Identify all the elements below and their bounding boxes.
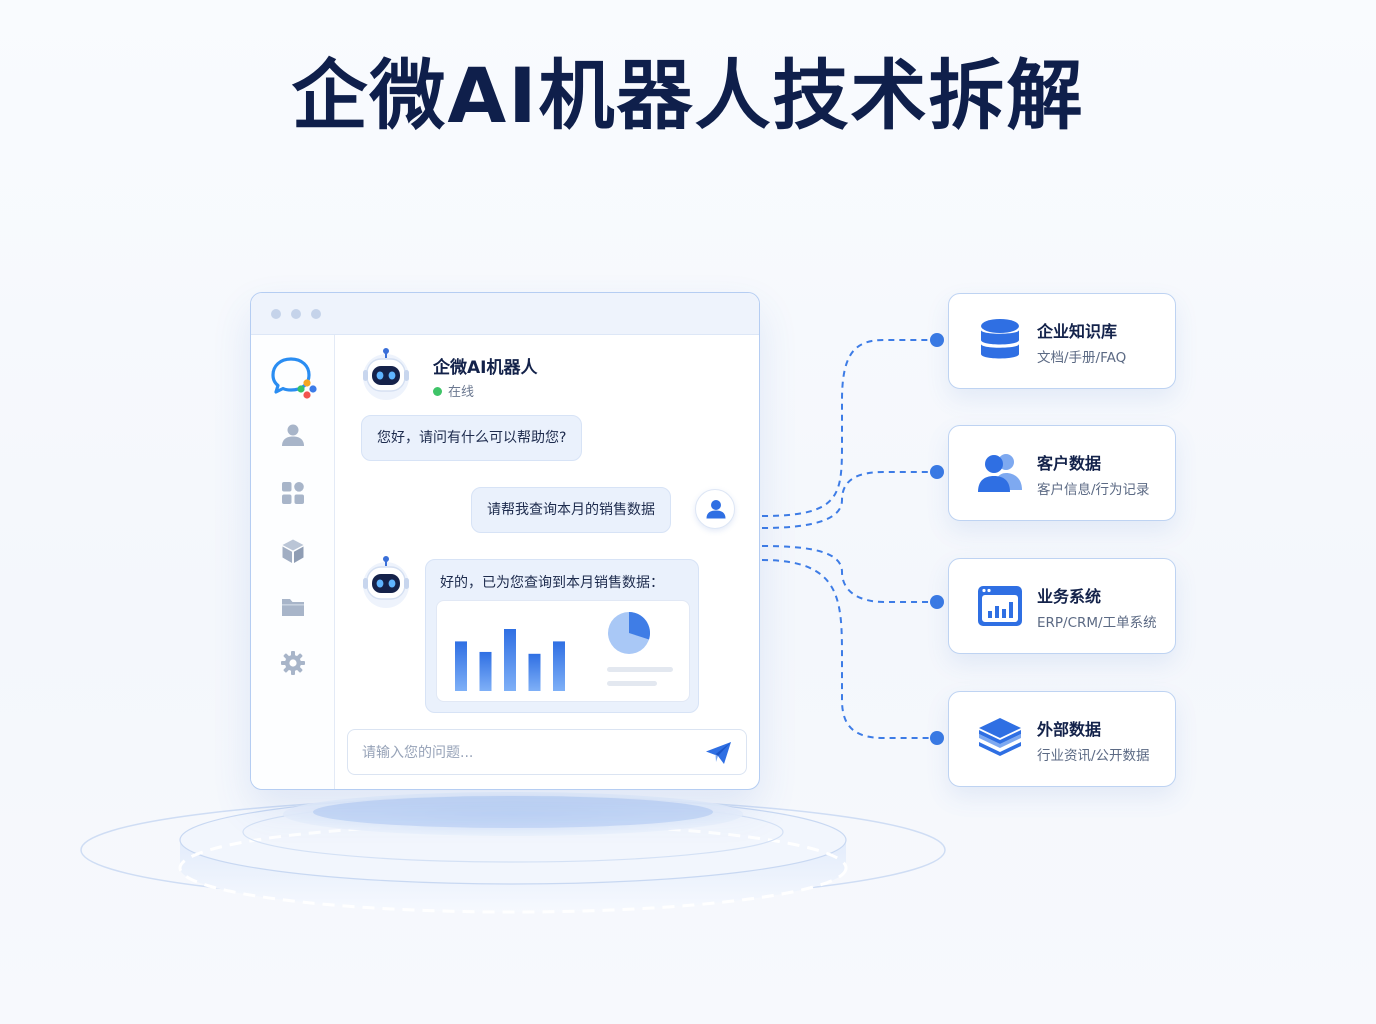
users-icon xyxy=(978,454,1022,492)
card-business-systems[interactable]: 业务系统 ERP/CRM/工单系统 xyxy=(948,558,1176,654)
legend-line xyxy=(607,681,657,686)
pie-chart-slice xyxy=(629,612,650,640)
card-title: 业务系统 xyxy=(1037,587,1102,606)
sales-mini-chart xyxy=(455,612,673,691)
online-dot-icon xyxy=(433,387,442,396)
sidebar xyxy=(251,335,335,789)
database-icon xyxy=(981,319,1019,359)
chart-bar xyxy=(528,653,541,691)
chat-input-box xyxy=(347,729,747,775)
robot-avatar-icon xyxy=(363,556,409,608)
user-avatar xyxy=(695,489,735,529)
user-icon[interactable] xyxy=(279,421,307,449)
card-customer-data[interactable]: 客户数据 客户信息/行为记录 xyxy=(948,425,1176,521)
page-title: 企微AI机器人技术拆解 xyxy=(291,51,1085,140)
card-external-data[interactable]: 外部数据 行业资讯/公开数据 xyxy=(948,691,1176,787)
chat-logo-icon[interactable] xyxy=(269,353,321,401)
card-subtitle: ERP/CRM/工单系统 xyxy=(1037,615,1157,631)
sales-chart-card[interactable] xyxy=(436,600,690,702)
card-knowledge-base[interactable]: 企业知识库 文档/手册/FAQ xyxy=(948,293,1176,389)
window-dot-icon[interactable] xyxy=(291,309,301,319)
folder-icon[interactable] xyxy=(279,593,307,621)
legend-line xyxy=(607,667,673,672)
robot-avatar-icon xyxy=(363,348,409,400)
chat-panel: 企微AI机器人 在线 您好，请问有什么可以帮助您? 请帮我查询本月的销售数据 xyxy=(335,335,759,789)
bot-message-chart: 好的，已为您查询到本月销售数据： xyxy=(425,559,699,713)
card-title: 企业知识库 xyxy=(1037,322,1118,341)
card-subtitle: 文档/手册/FAQ xyxy=(1037,350,1127,366)
window-dot-icon[interactable] xyxy=(271,309,281,319)
pedestal-platform xyxy=(80,792,946,914)
card-subtitle: 行业资讯/公开数据 xyxy=(1037,748,1150,764)
chart-bar xyxy=(504,629,516,691)
bot-status-text: 在线 xyxy=(448,385,475,400)
cube-icon[interactable] xyxy=(279,537,307,565)
window-titlebar xyxy=(251,293,759,335)
bar-chart-window-icon xyxy=(978,586,1022,626)
card-title: 客户数据 xyxy=(1037,454,1102,473)
chart-bar xyxy=(479,651,492,691)
card-title: 外部数据 xyxy=(1037,720,1102,739)
card-subtitle: 客户信息/行为记录 xyxy=(1037,482,1150,498)
chart-bar xyxy=(553,641,565,691)
chart-bar xyxy=(455,641,467,691)
user-avatar-icon xyxy=(706,500,726,519)
user-message-query: 请帮我查询本月的销售数据 xyxy=(471,487,671,533)
chat-window: 企微AI机器人 在线 您好，请问有什么可以帮助您? 请帮我查询本月的销售数据 xyxy=(250,292,760,790)
chat-input[interactable] xyxy=(362,740,682,766)
send-icon[interactable] xyxy=(704,740,734,766)
bot-reply-text: 好的，已为您查询到本月销售数据： xyxy=(440,575,664,591)
bot-status: 在线 xyxy=(433,381,474,400)
apps-grid-icon[interactable] xyxy=(279,479,307,507)
window-dot-icon[interactable] xyxy=(311,309,321,319)
bot-name: 企微AI机器人 xyxy=(433,358,538,378)
layers-icon xyxy=(979,718,1021,756)
settings-gear-icon[interactable] xyxy=(279,649,307,677)
bot-message-greeting: 您好，请问有什么可以帮助您? xyxy=(361,415,583,461)
